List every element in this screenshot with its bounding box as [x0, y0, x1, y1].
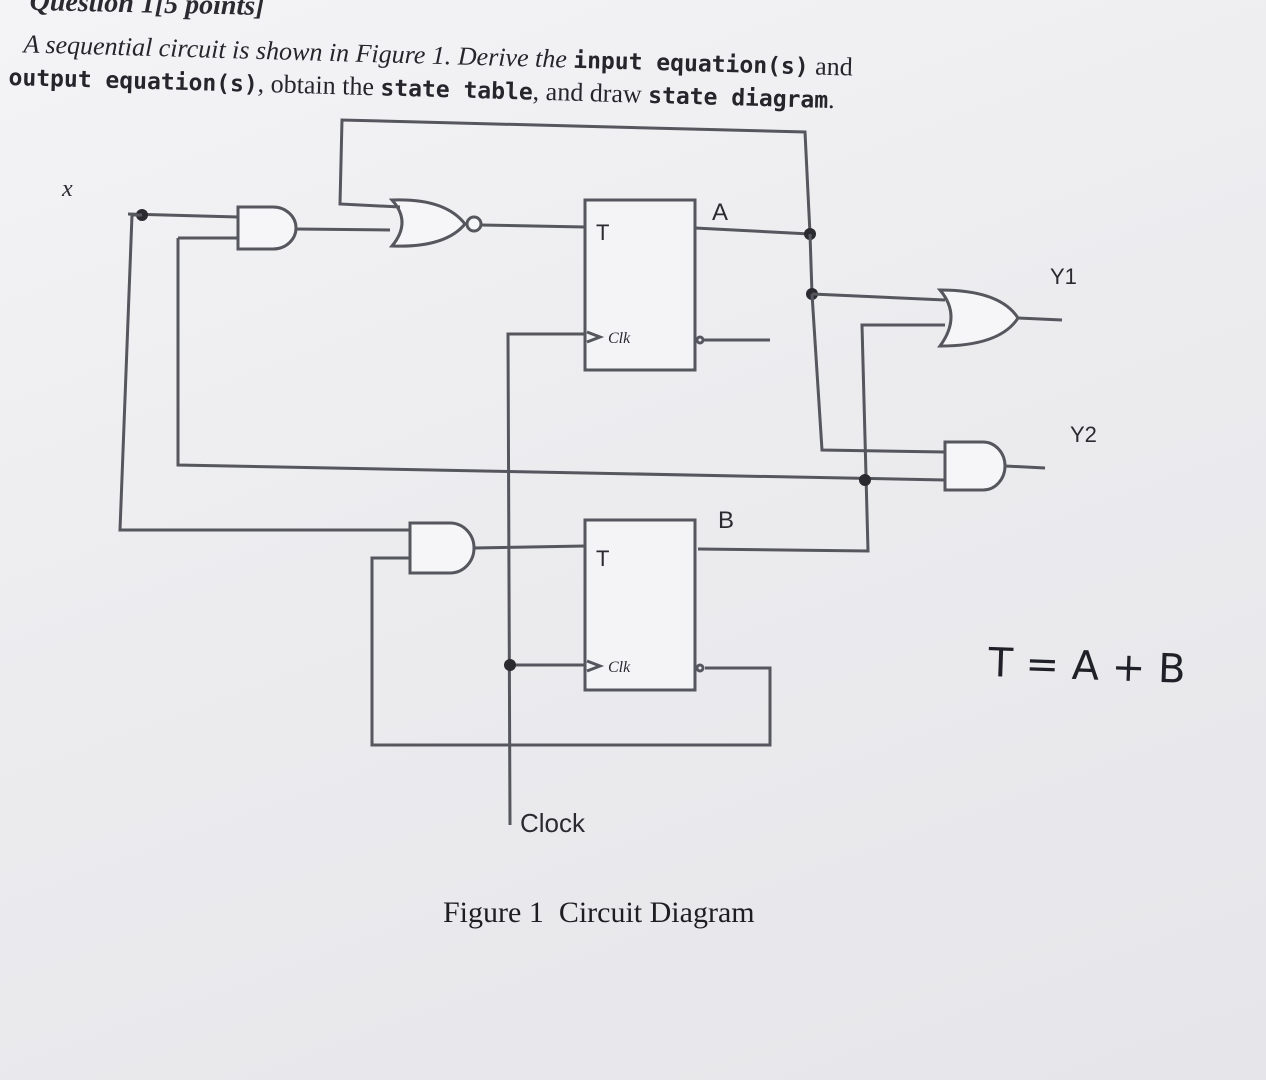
and3-to-tffb-wire	[473, 544, 586, 550]
and-gate-1	[236, 205, 298, 251]
t-flip-flop-a	[583, 198, 697, 372]
tffa-qbar-bubble	[695, 335, 705, 345]
a-trunk-wire-1	[808, 233, 814, 295]
and-gate-3	[408, 521, 476, 575]
x-to-and2-wire	[176, 238, 946, 482]
a-to-and2-wire	[810, 293, 946, 454]
y1-output-wire	[1017, 316, 1063, 322]
input-x-label: x	[61, 176, 73, 202]
or-gate	[936, 288, 1020, 348]
tffa-output-a-label: A	[712, 199, 728, 226]
figure-caption: Figure 1 Circuit Diagram	[443, 896, 755, 929]
tffa-clk-label: Clk	[608, 330, 631, 347]
tffa-t-label: T	[596, 220, 609, 245]
tffa-clock-triangle	[586, 330, 605, 344]
handwritten-note: T = A + B	[987, 640, 1187, 693]
tffb-clock-triangle	[586, 659, 605, 673]
nor-inversion-bubble	[465, 215, 483, 233]
tffb-t-label: T	[596, 546, 609, 571]
clock-label: Clock	[520, 808, 586, 838]
nor-to-tffa-wire	[480, 223, 586, 229]
clock-trunk-wire	[506, 332, 585, 826]
tffb-clk-label: Clk	[608, 659, 631, 676]
bbar-feedback-wire	[370, 556, 772, 747]
y2-output-wire	[1004, 464, 1046, 470]
b-junction	[859, 474, 871, 486]
tffa-q-wire	[694, 226, 811, 236]
t-flip-flop-b	[583, 518, 697, 692]
feedback-a-to-nor-wire	[338, 118, 812, 235]
clock-junction	[504, 659, 516, 671]
y2-label: Y2	[1070, 422, 1097, 447]
and1-to-nor-wire	[295, 227, 391, 232]
nor-gate	[388, 198, 467, 248]
tffb-qbar-bubble	[695, 663, 705, 673]
and-gate-2	[943, 440, 1007, 492]
y1-label: Y1	[1050, 264, 1077, 289]
b-feedback-wire	[697, 323, 945, 553]
tffb-output-b-label: B	[718, 507, 734, 534]
a-to-or-wire	[811, 292, 946, 302]
x-to-and3-wire	[118, 213, 410, 532]
